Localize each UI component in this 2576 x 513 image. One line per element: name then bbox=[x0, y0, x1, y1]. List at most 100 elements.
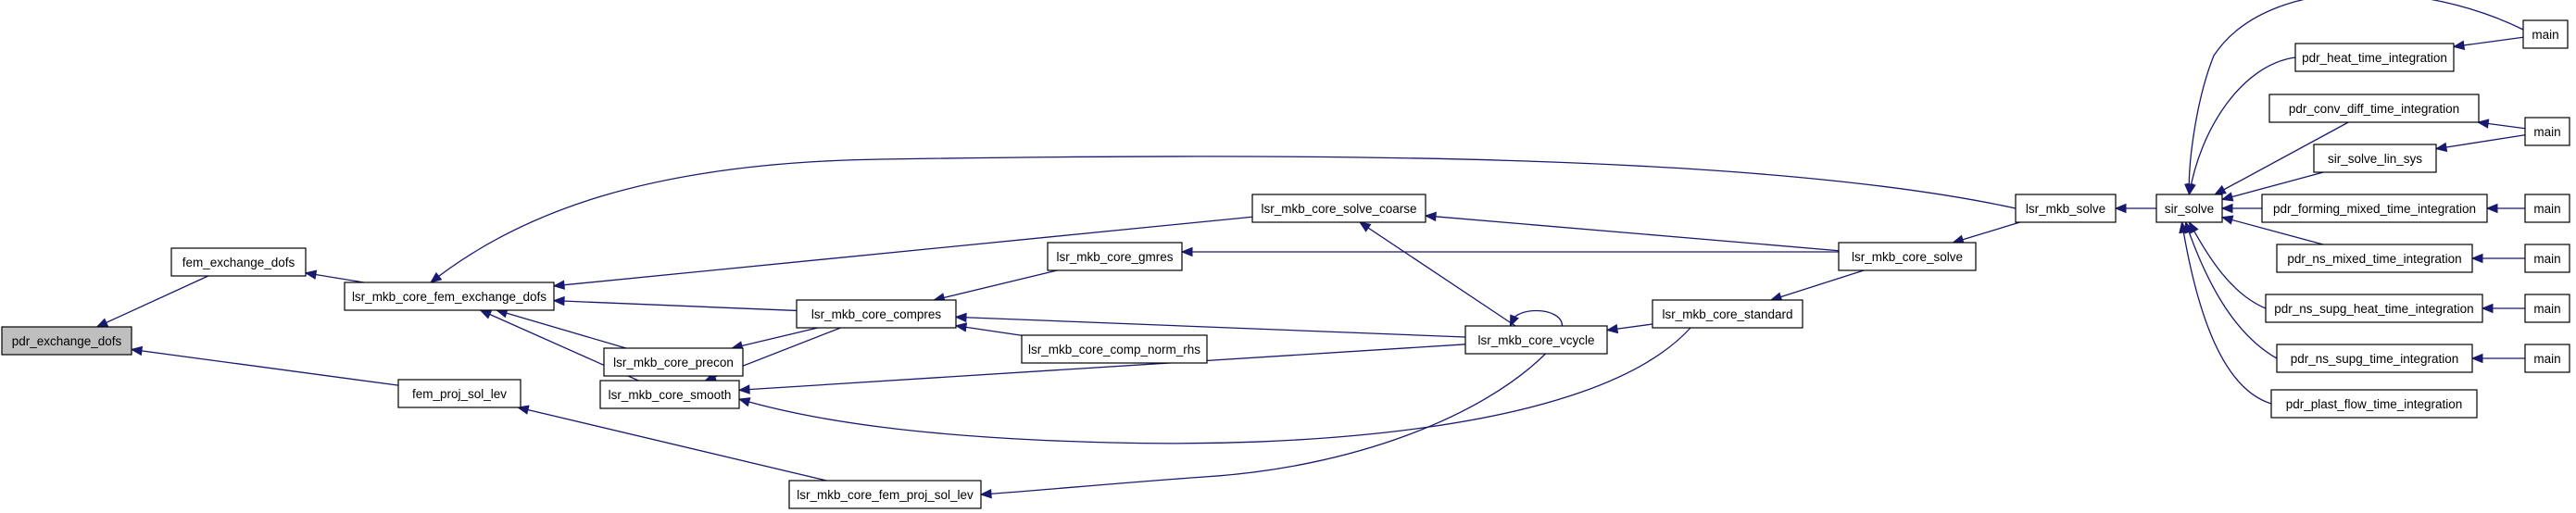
arrowhead bbox=[304, 269, 318, 280]
edge-lsr_mkb_core_standard-to-lsr_mkb_core_smooth bbox=[737, 327, 1691, 444]
node-box[interactable] bbox=[2313, 144, 2437, 173]
edge-pdr_conv_diff_time_integration-to-sir_solve bbox=[2214, 121, 2349, 195]
node-box[interactable] bbox=[1251, 194, 1426, 223]
node-pdr-ns-supg-time-integration[interactable]: pdr_ns_supg_time_integration bbox=[2276, 344, 2473, 373]
node-lsr-mkb-core-gmres[interactable]: lsr_mkb_core_gmres bbox=[1047, 242, 1183, 271]
node-lsr-mkb-core-solve-coarse[interactable]: lsr_mkb_core_solve_coarse bbox=[1251, 194, 1426, 223]
node-main-6[interactable]: main bbox=[2524, 344, 2570, 373]
node-main-2[interactable]: main bbox=[2524, 117, 2570, 146]
node-main-1[interactable]: main bbox=[2522, 19, 2569, 49]
arrowhead bbox=[130, 345, 144, 357]
node-box[interactable] bbox=[603, 347, 744, 377]
node-label: lsr_mkb_core_compres bbox=[811, 307, 942, 321]
arrowhead bbox=[2220, 203, 2233, 214]
edge-main_1-to-pdr_heat_time_integration bbox=[2452, 36, 2524, 51]
node-box[interactable] bbox=[1021, 334, 1208, 364]
node-label: main bbox=[2533, 352, 2560, 366]
node-box[interactable] bbox=[1464, 325, 1608, 355]
node-lsr-mkb-core-vcycle[interactable]: lsr_mkb_core_vcycle bbox=[1464, 325, 1608, 355]
node-lsr-mkb-core-smooth[interactable]: lsr_mkb_core_smooth bbox=[599, 380, 740, 409]
node-pdr-forming-mixed-time-integration[interactable]: pdr_forming_mixed_time_integration bbox=[2261, 194, 2488, 223]
node-main-3[interactable]: main bbox=[2524, 194, 2570, 223]
edge-main_2-to-sir_solve_lin_sys bbox=[2434, 134, 2526, 153]
node-box[interactable] bbox=[2155, 194, 2223, 223]
arrowhead bbox=[552, 280, 565, 290]
node-sir-solve-lin-sys[interactable]: sir_solve_lin_sys bbox=[2313, 144, 2437, 173]
arrowhead bbox=[2476, 119, 2490, 129]
node-lsr-mkb-core-comp-norm-rhs[interactable]: lsr_mkb_core_comp_norm_rhs bbox=[1021, 334, 1208, 364]
node-box[interactable] bbox=[2522, 19, 2569, 49]
edge-lsr_mkb_core_fem_proj_sol_lev-to-fem_proj_sol_lev bbox=[516, 405, 827, 482]
edge-lsr_mkb_solve-to-lsr_mkb_core_fem_exchange_dofs bbox=[429, 156, 2017, 283]
edge-lsr_mkb_core_fem_exchange_dofs-to-fem_exchange_dofs bbox=[304, 269, 364, 283]
edge-lsr_mkb_core_comp_norm_rhs-to-lsr_mkb_core_compres bbox=[954, 322, 1023, 336]
node-main-4[interactable]: main bbox=[2524, 244, 2570, 273]
node-box[interactable] bbox=[2276, 244, 2473, 273]
node-box[interactable] bbox=[2524, 344, 2570, 373]
node-lsr-mkb-core-precon[interactable]: lsr_mkb_core_precon bbox=[603, 347, 744, 377]
node-box[interactable] bbox=[2276, 344, 2473, 373]
edge-main_1-to-sir_solve bbox=[2184, 0, 2524, 196]
edge-main_6-to-pdr_ns_supg_time_integration bbox=[2470, 353, 2525, 364]
node-label: main bbox=[2533, 252, 2560, 266]
node-box[interactable] bbox=[2524, 117, 2570, 146]
node-box[interactable] bbox=[2015, 194, 2117, 223]
node-box[interactable] bbox=[788, 480, 982, 509]
node-sir-solve[interactable]: sir_solve bbox=[2155, 194, 2223, 223]
arrowhead bbox=[1605, 323, 1619, 334]
node-label: lsr_mkb_core_smooth bbox=[609, 388, 732, 402]
edge-lsr_mkb_core_solve-to-lsr_mkb_core_standard bbox=[1769, 269, 1865, 302]
node-box[interactable] bbox=[1838, 242, 1977, 271]
node-main-5[interactable]: main bbox=[2524, 294, 2570, 323]
arrowhead bbox=[1424, 211, 1437, 222]
arrowhead bbox=[552, 295, 565, 307]
node-fem-proj-sol-lev[interactable]: fem_proj_sol_lev bbox=[397, 379, 521, 408]
edge-pdr_ns_mixed_time_integration-to-sir_solve bbox=[2220, 215, 2324, 245]
node-pdr-exchange-dofs[interactable]: pdr_exchange_dofs bbox=[1, 326, 132, 356]
node-box[interactable] bbox=[599, 380, 740, 409]
node-box[interactable] bbox=[344, 282, 555, 311]
node-box[interactable] bbox=[2524, 194, 2570, 223]
node-lsr-mkb-core-standard[interactable]: lsr_mkb_core_standard bbox=[1652, 299, 1803, 329]
edge-fem_exchange_dofs-to-pdr_exchange_dofs bbox=[95, 275, 209, 328]
node-lsr-mkb-core-compres[interactable]: lsr_mkb_core_compres bbox=[796, 299, 957, 329]
edge-lsr_mkb_core_solve_coarse-to-lsr_mkb_core_fem_exchange_dofs bbox=[552, 216, 1253, 290]
node-box[interactable] bbox=[1, 326, 132, 356]
node-lsr-mkb-core-solve[interactable]: lsr_mkb_core_solve bbox=[1838, 242, 1977, 271]
edge-lsr_mkb_core_compres-to-lsr_mkb_core_precon bbox=[730, 327, 818, 351]
node-label: sir_solve bbox=[2165, 202, 2214, 216]
node-pdr-heat-time-integration[interactable]: pdr_heat_time_integration bbox=[2294, 43, 2455, 72]
edges-layer bbox=[95, 0, 2526, 499]
arrowhead bbox=[1509, 314, 1519, 328]
node-box[interactable] bbox=[2268, 94, 2480, 123]
arrowhead bbox=[2184, 183, 2194, 196]
arrowhead bbox=[2470, 353, 2483, 364]
node-lsr-mkb-core-fem-exchange-dofs[interactable]: lsr_mkb_core_fem_exchange_dofs bbox=[344, 282, 555, 311]
node-box[interactable] bbox=[2524, 244, 2570, 273]
node-box[interactable] bbox=[2261, 194, 2488, 223]
node-box[interactable] bbox=[2270, 389, 2478, 419]
node-pdr-conv-diff-time-integration[interactable]: pdr_conv_diff_time_integration bbox=[2268, 94, 2480, 123]
node-box[interactable] bbox=[1652, 299, 1803, 329]
node-box[interactable] bbox=[1047, 242, 1183, 271]
edge-lsr_mkb_core_vcycle-to-lsr_mkb_core_smooth bbox=[737, 344, 1466, 394]
arrowhead bbox=[2485, 203, 2498, 214]
arrowhead bbox=[1180, 246, 1193, 257]
node-box[interactable] bbox=[2294, 43, 2455, 72]
node-box[interactable] bbox=[796, 299, 957, 329]
node-pdr-ns-supg-heat-time-integration[interactable]: pdr_ns_supg_heat_time_integration bbox=[2265, 294, 2483, 323]
edge-pdr_ns_supg_heat_time_integration-to-sir_solve bbox=[2188, 220, 2267, 309]
node-box[interactable] bbox=[2265, 294, 2483, 323]
node-pdr-plast-flow-time-integration[interactable]: pdr_plast_flow_time_integration bbox=[2270, 389, 2478, 419]
node-label: fem_proj_sol_lev bbox=[412, 387, 507, 401]
node-box[interactable] bbox=[397, 379, 521, 408]
node-box[interactable] bbox=[2524, 294, 2570, 323]
edge-lsr_mkb_core_precon-to-lsr_mkb_core_fem_exchange_dofs bbox=[495, 308, 627, 349]
node-box[interactable] bbox=[170, 247, 307, 277]
node-fem-exchange-dofs[interactable]: fem_exchange_dofs bbox=[170, 247, 307, 277]
node-lsr-mkb-solve[interactable]: lsr_mkb_solve bbox=[2015, 194, 2117, 223]
edge-lsr_mkb_core_standard-to-lsr_mkb_core_vcycle bbox=[1605, 323, 1653, 334]
node-pdr-ns-mixed-time-integration[interactable]: pdr_ns_mixed_time_integration bbox=[2276, 244, 2473, 273]
edge-lsr_mkb_core_vcycle-to-lsr_mkb_core_fem_proj_sol_lev bbox=[979, 353, 1546, 499]
node-lsr-mkb-core-fem-proj-sol-lev[interactable]: lsr_mkb_core_fem_proj_sol_lev bbox=[788, 480, 982, 509]
